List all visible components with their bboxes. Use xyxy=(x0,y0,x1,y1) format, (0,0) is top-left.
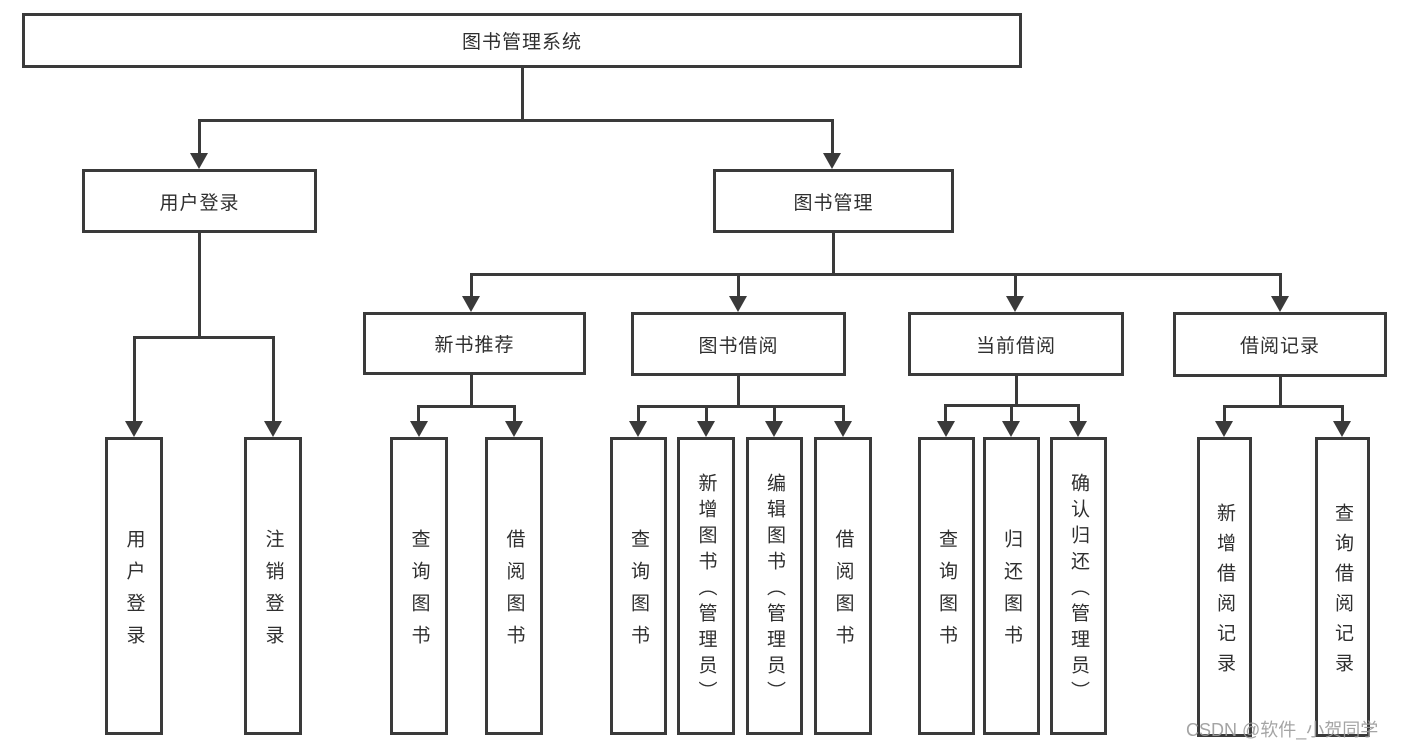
leaf-label: 注销登录 xyxy=(262,528,284,657)
leaf-borrow-borrow-books: 借阅图书 xyxy=(814,437,872,735)
connector-line xyxy=(513,405,516,423)
leaf-current-confirm-return-admin: 确认归还（管理员） xyxy=(1050,437,1107,735)
leaf-newbooks-borrow-books: 借阅图书 xyxy=(485,437,543,735)
leaf-borrow-query-books: 查询图书 xyxy=(610,437,667,735)
arrow-down-icon xyxy=(629,421,647,437)
connector-line xyxy=(470,273,1282,276)
leaf-user-login: 用户登录 xyxy=(105,437,163,735)
node-user-login: 用户登录 xyxy=(82,169,317,233)
leaf-label: 确认归还（管理员） xyxy=(1068,472,1089,707)
connector-line xyxy=(773,405,776,423)
connector-line xyxy=(705,405,708,423)
node-label: 图书借阅 xyxy=(698,335,779,357)
leaf-label: 查询图书 xyxy=(936,528,957,657)
node-borrow-records: 借阅记录 xyxy=(1173,312,1387,377)
leaf-borrow-edit-books-admin: 编辑图书（管理员） xyxy=(746,437,803,735)
leaf-current-query-books: 查询图书 xyxy=(918,437,975,735)
leaf-records-add-record: 新增借阅记录 xyxy=(1197,437,1252,737)
leaf-newbooks-query-books: 查询图书 xyxy=(390,437,448,735)
connector-line xyxy=(198,233,201,337)
connector-line xyxy=(470,273,473,298)
leaf-label: 编辑图书（管理员） xyxy=(764,472,785,707)
leaf-label: 借阅图书 xyxy=(503,528,525,657)
arrow-down-icon xyxy=(125,421,143,437)
connector-line xyxy=(737,376,740,408)
connector-line xyxy=(1279,273,1282,298)
node-book-borrow: 图书借阅 xyxy=(631,312,846,376)
node-new-book-recommend: 新书推荐 xyxy=(363,312,586,375)
leaf-label: 用户登录 xyxy=(123,528,145,657)
arrow-down-icon xyxy=(1333,421,1351,437)
node-root-library-system: 图书管理系统 xyxy=(22,13,1022,68)
connector-line xyxy=(737,273,740,298)
arrow-down-icon xyxy=(834,421,852,437)
node-label: 用户登录 xyxy=(159,192,240,214)
arrow-down-icon xyxy=(410,421,428,437)
leaf-records-query-record: 查询借阅记录 xyxy=(1315,437,1370,737)
connector-line xyxy=(1015,376,1018,407)
node-current-borrow: 当前借阅 xyxy=(908,312,1124,376)
connector-line xyxy=(1010,404,1013,423)
connector-line xyxy=(133,336,136,422)
connector-line xyxy=(1223,405,1344,408)
arrow-down-icon xyxy=(1215,421,1233,437)
node-label: 新书推荐 xyxy=(434,335,515,356)
leaf-label: 查询借阅记录 xyxy=(1332,502,1353,683)
leaf-borrow-add-books-admin: 新增图书（管理员） xyxy=(677,437,735,735)
node-label: 借阅记录 xyxy=(1239,336,1320,357)
connector-line xyxy=(637,405,845,408)
connector-line xyxy=(198,119,201,155)
csdn-watermark: CSDN @软件_小贺同学 xyxy=(1186,720,1379,740)
connector-line xyxy=(417,405,516,408)
node-label: 图书管理系统 xyxy=(461,32,582,53)
arrow-down-icon xyxy=(937,421,955,437)
node-label: 当前借阅 xyxy=(975,335,1056,357)
leaf-label: 查询图书 xyxy=(408,528,430,657)
connector-line xyxy=(1014,273,1017,298)
arrow-down-icon xyxy=(1002,421,1020,437)
arrow-down-icon xyxy=(1069,421,1087,437)
connector-line xyxy=(1223,405,1226,423)
node-label: 图书管理 xyxy=(793,192,874,214)
arrow-down-icon xyxy=(765,421,783,437)
arrow-down-icon xyxy=(823,153,841,169)
arrow-down-icon xyxy=(190,153,208,169)
connector-line xyxy=(1077,404,1080,423)
connector-line xyxy=(521,68,524,120)
connector-line xyxy=(1279,377,1282,408)
connector-line xyxy=(637,405,640,423)
leaf-label: 借阅图书 xyxy=(832,528,854,657)
leaf-label: 新增图书（管理员） xyxy=(695,472,717,707)
leaf-label: 新增借阅记录 xyxy=(1214,502,1235,683)
connector-line xyxy=(272,336,275,422)
connector-line xyxy=(831,119,834,155)
arrow-down-icon xyxy=(697,421,715,437)
leaf-label: 查询图书 xyxy=(628,528,649,657)
connector-line xyxy=(1341,405,1344,423)
connector-line xyxy=(417,405,420,423)
leaf-logout: 注销登录 xyxy=(244,437,302,735)
leaf-current-return-books: 归还图书 xyxy=(983,437,1040,735)
arrow-down-icon xyxy=(1271,296,1289,312)
connector-line xyxy=(842,405,845,423)
connector-line xyxy=(944,404,947,423)
arrow-down-icon xyxy=(264,421,282,437)
arrow-down-icon xyxy=(1006,296,1024,312)
connector-line xyxy=(198,119,834,122)
connector-line xyxy=(470,375,473,408)
connector-line xyxy=(133,336,275,339)
arrow-down-icon xyxy=(729,296,747,312)
arrow-down-icon xyxy=(505,421,523,437)
leaf-label: 归还图书 xyxy=(1001,528,1022,657)
arrow-down-icon xyxy=(462,296,480,312)
node-book-management: 图书管理 xyxy=(713,169,954,233)
connector-line xyxy=(832,233,835,274)
